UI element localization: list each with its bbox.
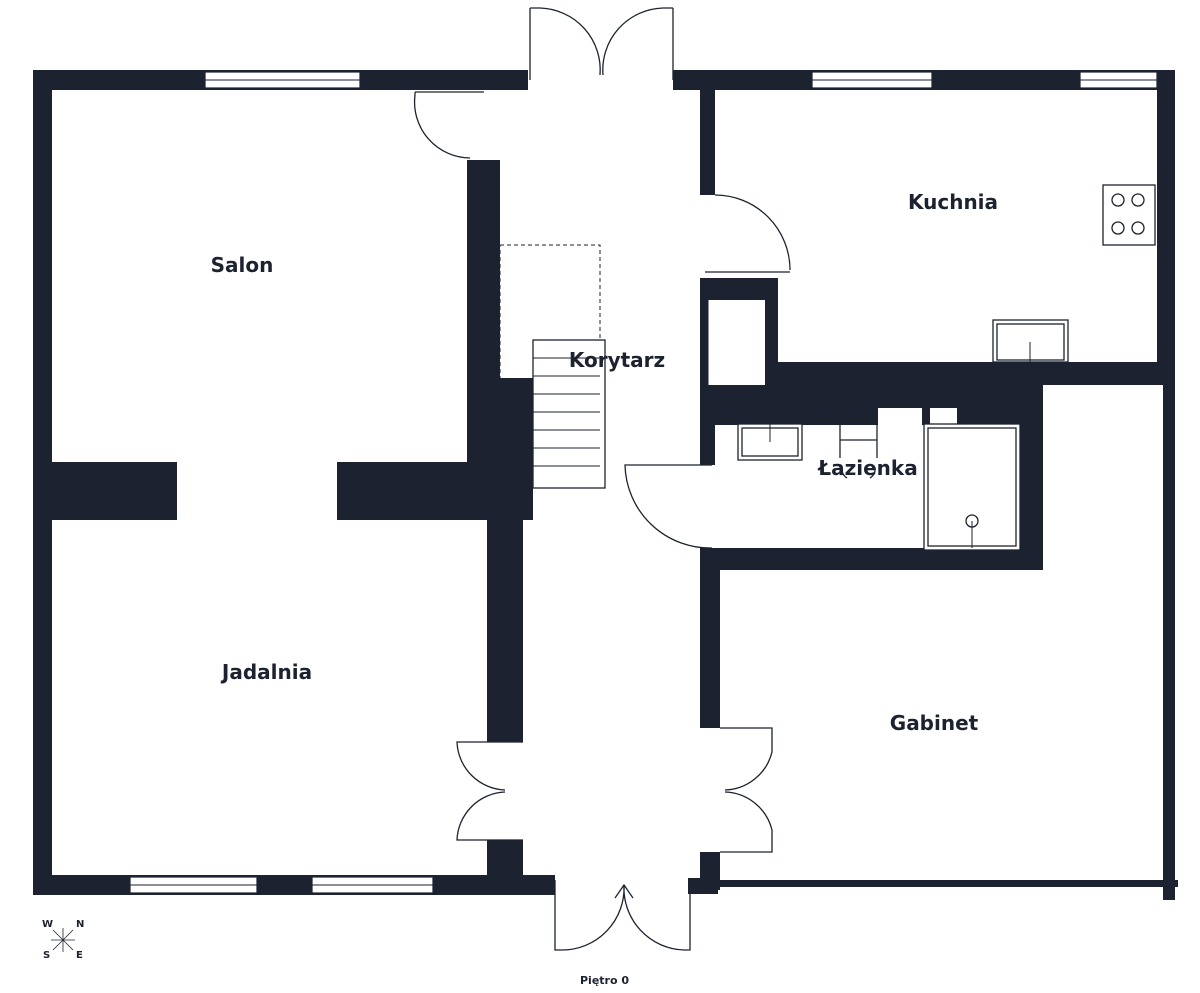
kitchen-sink-icon [992, 319, 1069, 363]
toilet-icon [839, 424, 878, 479]
compass-w: W [42, 919, 54, 930]
windows [129, 71, 1158, 894]
room-label-jadalnia: Jadalnia [221, 660, 313, 684]
room-label-kuchnia: Kuchnia [907, 190, 999, 214]
compass-icon [51, 928, 75, 952]
room-label-gabinet: Gabinet [889, 711, 979, 735]
compass-e: E [76, 950, 83, 961]
walls [33, 70, 1178, 900]
stove-icon [1102, 184, 1156, 246]
compass-n: N [76, 919, 85, 930]
room-label-korytarz: Korytarz [568, 348, 666, 372]
floor-label: Piętro 0 [580, 974, 630, 987]
doors [413, 7, 791, 951]
room-label-salon: Salon [210, 253, 274, 277]
bathroom-openings [878, 408, 957, 425]
bathroom-sink-icon [737, 423, 803, 461]
shower-icon [923, 423, 1021, 551]
compass-s: S [43, 950, 51, 961]
room-label-lazienka: Łazienka [818, 456, 918, 480]
stairs [499, 244, 606, 489]
